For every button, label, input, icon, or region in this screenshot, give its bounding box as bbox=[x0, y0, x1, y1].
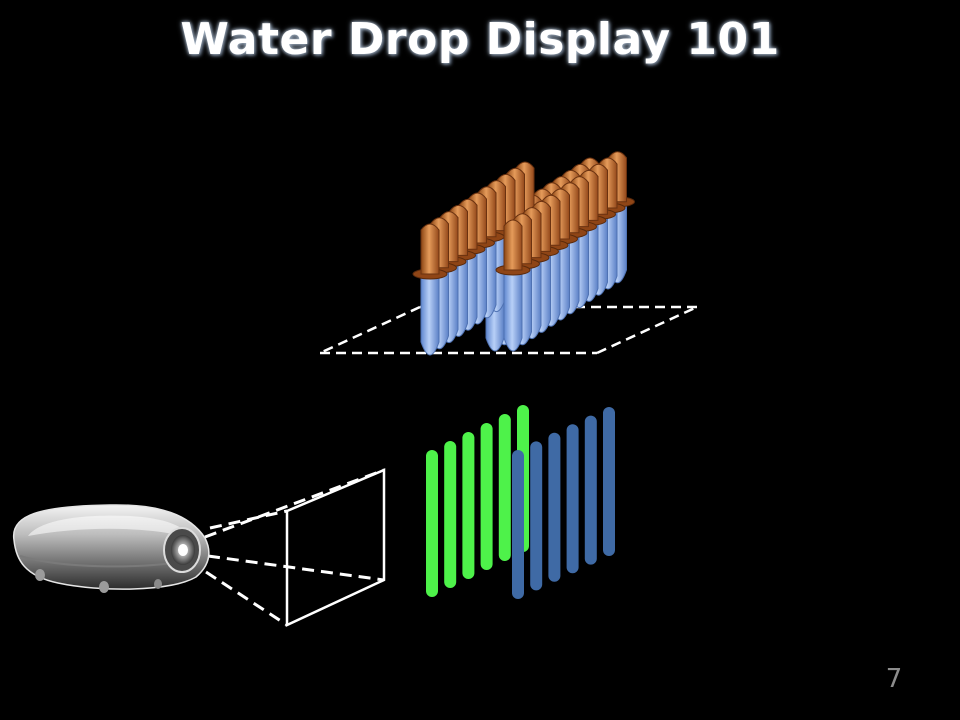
water-curtain bbox=[426, 405, 615, 599]
page-number: 7 bbox=[885, 664, 903, 694]
projection-ray-upper bbox=[209, 509, 288, 530]
page-title: Water Drop Display 101 bbox=[180, 14, 780, 65]
valve-nozzle-icon bbox=[412, 223, 448, 356]
nozzle-array bbox=[412, 151, 635, 356]
projection-rays bbox=[204, 468, 385, 627]
projection-frame bbox=[204, 468, 386, 627]
projection-screen-outline bbox=[285, 468, 386, 627]
projection-ray-middle bbox=[207, 554, 385, 582]
valve-nozzle-icon bbox=[495, 219, 531, 352]
projection-ray-top bbox=[204, 468, 385, 539]
projection-ray-bottom bbox=[205, 570, 288, 627]
projector-icon bbox=[12, 504, 210, 593]
plane-edge-right bbox=[596, 305, 698, 355]
plane-edge-left bbox=[319, 305, 421, 355]
